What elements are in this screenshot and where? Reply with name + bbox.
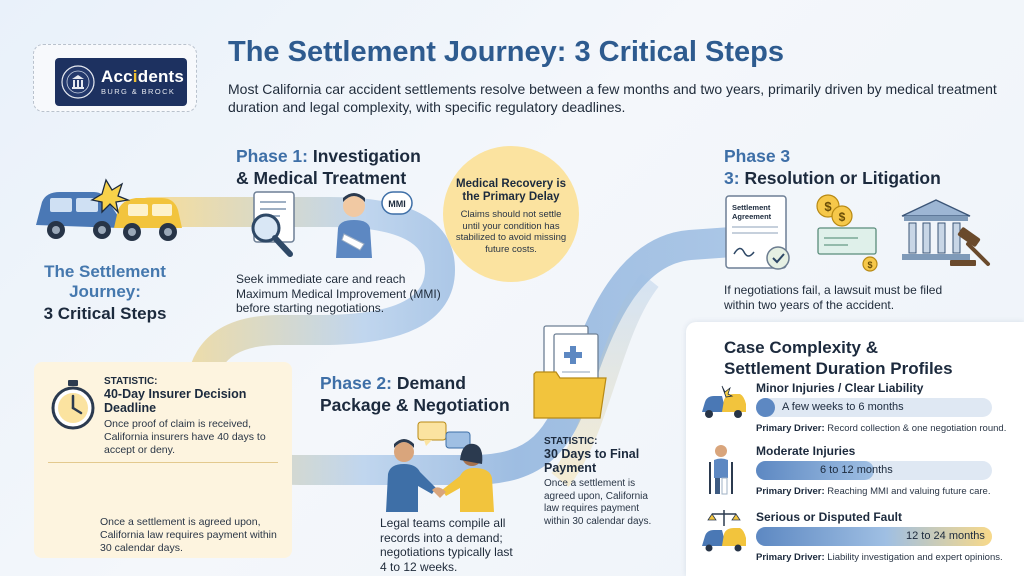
mmi-bubble-text: MMI (388, 199, 406, 209)
svg-text:$: $ (824, 199, 832, 214)
phase2-text: Legal teams compile all records into a d… (380, 516, 513, 574)
brand-logo[interactable]: Accidents BURG & BROCK (55, 58, 187, 106)
page-subtitle: Most California car accident settlements… (228, 81, 997, 115)
profile1-bar-label: A few weeks to 6 months (782, 401, 904, 413)
law-seal-icon (61, 65, 95, 99)
medical-delay-callout: Medical Recovery is the Primary Delay Cl… (443, 146, 579, 282)
profile2-bar-fill (756, 461, 874, 480)
brand-name: Accidents (101, 67, 185, 87)
injured-patient-icon: MMI (336, 191, 413, 258)
journey-side-title: The Settlement Journey: 3 Critical Steps (43, 262, 167, 323)
car-crash-icon (36, 178, 182, 241)
profile1-bar-fill (756, 398, 775, 417)
profile3-driver: Primary Driver: Liability investigation … (756, 552, 1003, 563)
profile2-name: Moderate Injuries (756, 444, 856, 458)
stat2-content: STATISTIC: 30 Days to Final Payment Once… (544, 436, 652, 527)
svg-text:$: $ (867, 260, 872, 270)
profile3-duration-bar: 12 to 24 months (756, 527, 992, 546)
profile3-bar-label: 12 to 24 months (906, 530, 985, 542)
payment-check-icon: $ $ $ (816, 194, 878, 272)
scales-crash-icon (702, 510, 746, 552)
settlement-agreement-icon: Settlement Agreement (725, 195, 790, 270)
stat1-content: STATISTIC: 40-Day Insurer Decision Deadl… (104, 376, 266, 456)
minor-crash-icon (702, 385, 746, 418)
phase3-text: If negotiations fail, a lawsuit must be … (724, 283, 943, 312)
svg-text:Agreement: Agreement (732, 212, 772, 221)
stopwatch-icon (51, 380, 95, 430)
svg-text:$: $ (839, 210, 846, 224)
handshake-icon (386, 421, 494, 512)
profile2-driver: Primary Driver: Reaching MMI and valuing… (756, 486, 991, 497)
agreement-doc-title: Settlement (732, 203, 771, 212)
profile1-driver: Primary Driver: Record collection & one … (756, 423, 1007, 434)
courthouse-gavel-icon (901, 199, 990, 266)
stat1-divider (48, 462, 278, 463)
phase1-text: Seek immediate care and reach Maximum Me… (236, 272, 441, 315)
profile1-name: Minor Injuries / Clear Liability (756, 381, 924, 395)
profiles-title: Case Complexity &Settlement Duration Pro… (724, 338, 953, 378)
phase1-title: Phase 1: Investigation& Medical Treatmen… (236, 146, 421, 188)
profile3-name: Serious or Disputed Fault (756, 510, 903, 524)
brand-subtitle: BURG & BROCK (101, 87, 176, 97)
profile1-duration-bar: A few weeks to 6 months (756, 398, 992, 417)
document-magnifier-icon (251, 191, 295, 257)
profile3-bar-fill (756, 527, 992, 546)
crutch-patient-icon (709, 445, 733, 495)
stat1-footer: Once a settlement is agreed upon, Califo… (100, 516, 277, 554)
page-title: The Settlement Journey: 3 Critical Steps (228, 36, 784, 68)
profile2-bar-label: 6 to 12 months (820, 464, 893, 476)
profile2-duration-bar: 6 to 12 months (756, 461, 992, 480)
medical-records-folder-icon (533, 325, 607, 419)
